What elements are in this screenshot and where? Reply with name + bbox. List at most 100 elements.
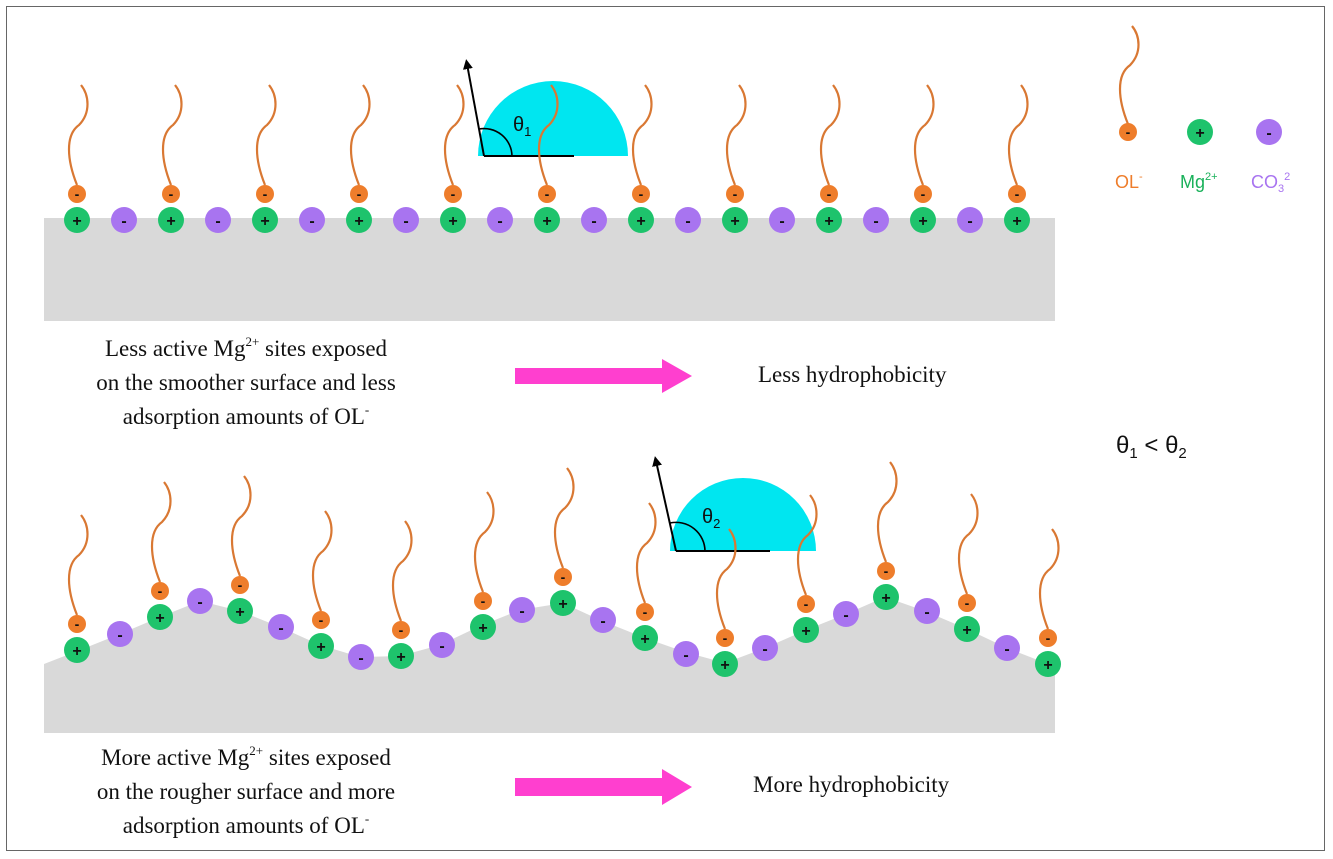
top-co3-ion-5: -: [487, 207, 513, 233]
bottom-mg-ion-10: +: [793, 617, 819, 643]
bottom-mg-ion-13-sign: +: [1043, 657, 1052, 674]
bottom-mg-ion-5-circle: [388, 643, 414, 669]
bottom-mg-ion-2-circle: [147, 604, 173, 630]
top-mg-ion-5-sign: +: [448, 213, 457, 230]
rough-surface: [44, 597, 1055, 733]
bottom-mg-ion-4-sign: +: [316, 639, 325, 656]
top-ol-head-3-circle: [256, 185, 274, 203]
top-ol-head-6: -: [538, 185, 556, 203]
top-mg-ion-10: +: [910, 207, 936, 233]
top-co3-ion-10: -: [957, 207, 983, 233]
bottom-ol-head-12-sign: -: [965, 595, 970, 611]
bottom-ol-head-11: -: [877, 562, 895, 580]
water-droplet-2: [670, 478, 816, 551]
bottom-ol-head-8: -: [636, 603, 654, 621]
top-ol-head-1-sign: -: [75, 186, 80, 202]
bottom-co3-ion-5: -: [429, 632, 455, 658]
top-co3-ion-9-sign: -: [873, 213, 878, 230]
bottom-ol-head-13-sign: -: [1046, 630, 1051, 646]
bottom-co3-ion-6: -: [509, 597, 535, 623]
top-co3-ion-2: -: [205, 207, 231, 233]
bottom-caption-line-2: on the rougher surface and more: [96, 779, 396, 804]
top-co3-ion-10-sign: -: [967, 213, 972, 230]
bottom-co3-ion-8-sign: -: [683, 647, 688, 664]
bottom-co3-ion-9-circle: [752, 635, 778, 661]
bottom-ol-head-11-sign: -: [884, 563, 889, 579]
top-ol-head-6-sign: -: [545, 186, 550, 202]
bottom-co3-ion-7: -: [590, 607, 616, 633]
top-mg-ion-5: +: [440, 207, 466, 233]
bottom-mg-ion-1-circle: [64, 637, 90, 663]
bottom-co3-ion-9-sign: -: [762, 641, 767, 658]
bottom-ol-tail-3: [231, 475, 252, 577]
theta-1-label: θ1: [513, 114, 531, 139]
bottom-mg-ion-2-sign: +: [155, 610, 164, 627]
bottom-co3-ion-4: -: [348, 644, 374, 670]
bottom-mg-ion-6: +: [470, 614, 496, 640]
bottom-ol-tail-13: [1039, 528, 1060, 630]
top-mg-ion-7: +: [628, 207, 654, 233]
bottom-ol-head-10: -: [797, 595, 815, 613]
top-ol-head-8-circle: [726, 185, 744, 203]
angle-arc-1: [478, 127, 513, 157]
top-co3-ion-2-sign: -: [215, 213, 220, 230]
top-co3-ion-7-circle: [675, 207, 701, 233]
legend-co3-icon-circle: [1256, 119, 1282, 145]
bottom-ol-head-3-sign: -: [238, 577, 243, 593]
bottom-co3-ion-11: -: [914, 598, 940, 624]
bottom-ol-head-9: -: [716, 629, 734, 647]
top-mg-ion-4-circle: [346, 207, 372, 233]
top-ol-tail-1: [68, 84, 89, 186]
top-co3-ion-4: -: [393, 207, 419, 233]
top-ol-head-11-sign: -: [1015, 186, 1020, 202]
top-co3-ion-2-circle: [205, 207, 231, 233]
bottom-mg-ion-11-circle: [873, 584, 899, 610]
bottom-mg-ion-3-circle: [227, 598, 253, 624]
bottom-ol-head-1-circle: [68, 615, 86, 633]
bottom-mg-ion-12-sign: +: [962, 622, 971, 639]
top-ol-tail-5: [444, 84, 465, 186]
bottom-mg-ion-11-sign: +: [881, 590, 890, 607]
bottom-ol-tail-12: [958, 493, 979, 595]
top-ol-tail-6: [538, 84, 559, 186]
top-mg-ion-2: +: [158, 207, 184, 233]
contact-tangent-2: [652, 456, 677, 552]
bottom-mg-ion-4-circle: [308, 633, 334, 659]
top-mg-ion-1-circle: [64, 207, 90, 233]
bottom-co3-ion-11-sign: -: [924, 604, 929, 621]
bottom-co3-ion-12-sign: -: [1004, 641, 1009, 658]
top-ol-head-8: -: [726, 185, 744, 203]
top-co3-ion-9: -: [863, 207, 889, 233]
bottom-co3-ion-10-circle: [833, 601, 859, 627]
bottom-co3-ion-11-circle: [914, 598, 940, 624]
bottom-mg-ion-7-sign: +: [558, 596, 567, 613]
bottom-mg-ion-8-circle: [632, 625, 658, 651]
bottom-co3-ion-10: -: [833, 601, 859, 627]
top-caption-line-2: on the smoother surface and less: [96, 370, 396, 395]
top-ol-head-3: -: [256, 185, 274, 203]
top-caption-line-1: Less active Mg2+ sites exposed: [104, 334, 388, 361]
bottom-co3-ion-10-sign: -: [843, 607, 848, 624]
contact-tangent-1: [462, 59, 485, 157]
bottom-ol-head-2-sign: -: [158, 583, 163, 599]
top-ol-head-9-circle: [820, 185, 838, 203]
bottom-mg-ion-9: +: [712, 651, 738, 677]
bottom-co3-ion-8-circle: [673, 641, 699, 667]
bottom-ol-head-7: -: [554, 568, 572, 586]
bottom-mg-ion-11: +: [873, 584, 899, 610]
top-co3-ion-3-circle: [299, 207, 325, 233]
top-co3-ion-1: -: [111, 207, 137, 233]
bottom-co3-ion-12-circle: [994, 635, 1020, 661]
bottom-ol-tail-7: [554, 467, 575, 569]
top-ol-tail-9: [820, 84, 841, 186]
bottom-ol-tail-6: [474, 491, 495, 593]
top-co3-ion-4-circle: [393, 207, 419, 233]
bottom-ol-tail-4: [312, 510, 333, 612]
top-mg-ion-10-circle: [910, 207, 936, 233]
top-co3-ion-6-circle: [581, 207, 607, 233]
top-ol-head-11-circle: [1008, 185, 1026, 203]
top-ol-head-2: -: [162, 185, 180, 203]
top-ol-tail-2: [162, 84, 183, 186]
bottom-co3-ion-5-circle: [429, 632, 455, 658]
